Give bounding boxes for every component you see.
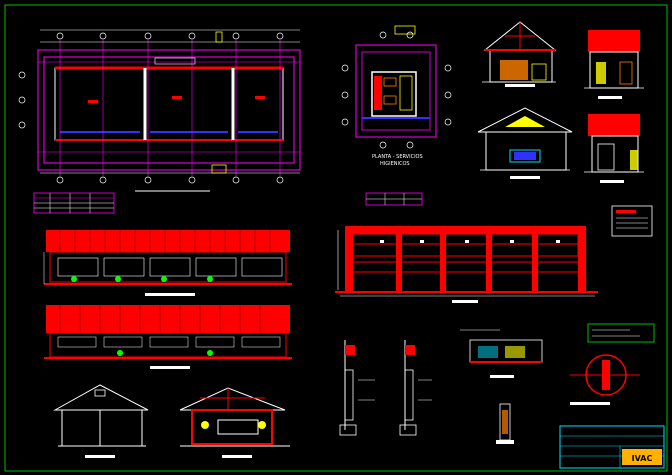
cross-section-1: [53, 384, 149, 458]
longitudinal-section: [335, 226, 598, 303]
logo-mark: [622, 449, 662, 465]
toilets-side-elevation: [584, 114, 644, 183]
toilets-front-elevation: [477, 107, 573, 179]
wall-detail-2: [399, 340, 432, 436]
title-block: IVAC: [559, 425, 665, 469]
caption-baths-line1: PLANTA - SERVICIOS: [372, 154, 423, 160]
toilets-floor-plan: [341, 25, 452, 149]
baths-schedule-table: [365, 192, 423, 206]
front-elevation: [43, 230, 292, 296]
toilets-section: [482, 21, 557, 87]
notes-box: [611, 205, 653, 237]
sheet-frame: [4, 4, 668, 472]
wall-detail-1: [339, 340, 375, 436]
rear-elevation: [44, 305, 292, 369]
openings-schedule-table: [33, 192, 115, 214]
circular-detail: [570, 354, 640, 405]
caption-baths-line2: HIGIENICOS: [380, 161, 410, 167]
column-detail: [496, 403, 514, 444]
toilets-rear-elevation: [584, 30, 644, 99]
cross-section-2: [179, 387, 290, 458]
classroom-floor-plan: [18, 29, 301, 184]
foundation-detail: [460, 329, 543, 378]
logo-text: IVAC: [632, 454, 653, 463]
specs-box: [587, 323, 655, 343]
